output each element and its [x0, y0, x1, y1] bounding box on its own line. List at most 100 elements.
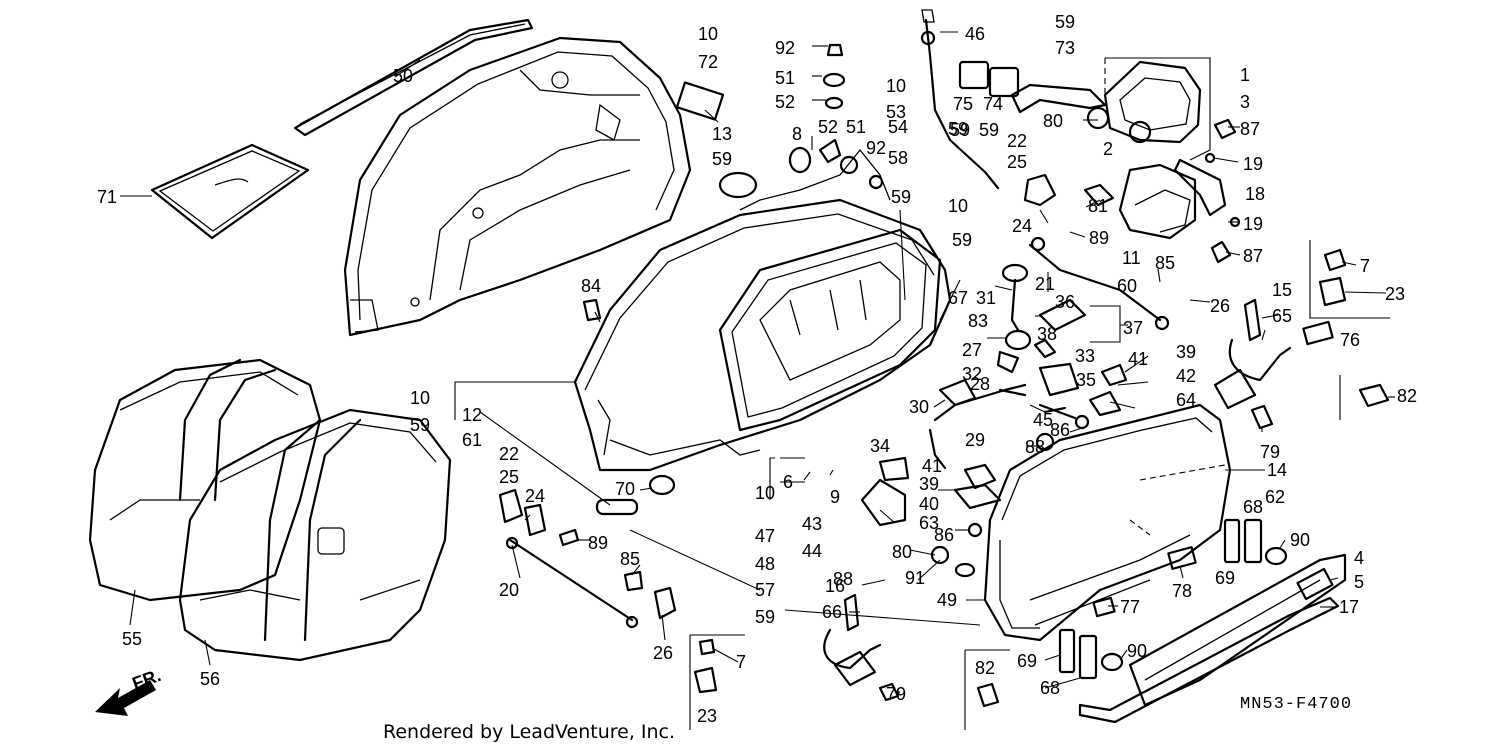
front-direction-label: FR. — [130, 665, 164, 694]
callout-69: 69 — [1215, 568, 1235, 588]
callout-90: 90 — [1290, 530, 1310, 550]
callout-89: 89 — [1089, 228, 1109, 248]
callout-59: 59 — [712, 149, 732, 169]
callout-22: 22 — [1007, 131, 1027, 151]
callout-88: 88 — [1025, 437, 1045, 457]
callout-2: 2 — [1103, 139, 1113, 159]
callout-74: 74 — [983, 94, 1003, 114]
reflector-bracket-part — [1118, 152, 1241, 240]
callout-54: 54 — [888, 117, 908, 137]
callout-22: 22 — [499, 444, 519, 464]
callout-41: 41 — [1128, 349, 1148, 369]
callout-90: 90 — [1127, 641, 1147, 661]
callout-10: 10 — [948, 196, 968, 216]
diagram-code: MN53-F4700 — [1240, 695, 1352, 714]
callout-9: 9 — [830, 487, 840, 507]
taillight-assembly-part — [1086, 60, 1202, 144]
bracket-parts-75-74 — [958, 60, 1020, 98]
saddlebag-lid-part — [983, 403, 1232, 642]
callout-3: 3 — [1240, 92, 1250, 112]
callout-26: 26 — [653, 643, 673, 663]
callout-87: 87 — [1243, 246, 1263, 266]
callout-8: 8 — [792, 124, 802, 144]
callout-18: 18 — [1245, 184, 1265, 204]
callout-59: 59 — [1055, 12, 1075, 32]
callout-17: 17 — [1339, 597, 1359, 617]
callout-47: 47 — [755, 526, 775, 546]
callout-87: 87 — [1240, 119, 1260, 139]
callout-55: 55 — [122, 629, 142, 649]
callout-79: 79 — [886, 684, 906, 704]
cable-part — [920, 9, 1000, 190]
callout-30: 30 — [909, 397, 929, 417]
callout-82: 82 — [1397, 386, 1417, 406]
mat-sheet-part — [150, 143, 310, 240]
callout-72: 72 — [698, 52, 718, 72]
callout-13: 13 — [712, 124, 732, 144]
callout-59: 59 — [755, 607, 775, 627]
callout-34: 34 — [870, 436, 890, 456]
callout-83: 83 — [968, 311, 988, 331]
callout-62: 62 — [1265, 487, 1285, 507]
callout-80: 80 — [892, 542, 912, 562]
callout-76: 76 — [1340, 330, 1360, 350]
callout-85: 85 — [620, 549, 640, 569]
callout-33: 33 — [1075, 346, 1095, 366]
callout-4: 4 — [1354, 548, 1364, 568]
callout-1: 1 — [1240, 65, 1250, 85]
callout-49: 49 — [937, 590, 957, 610]
callout-66: 66 — [822, 602, 842, 622]
callout-86: 86 — [1050, 420, 1070, 440]
hinge-stay-part — [1213, 298, 1292, 410]
plate-part — [1010, 83, 1107, 114]
callout-68: 68 — [1040, 678, 1060, 698]
callout-73: 73 — [1055, 38, 1075, 58]
grouping-frames — [454, 57, 1390, 730]
callout-67: 67 — [948, 288, 968, 308]
saddlebag-inner-case-part — [343, 36, 692, 337]
callout-11: 11 — [1122, 248, 1141, 268]
callout-25: 25 — [499, 467, 519, 487]
callout-88: 88 — [833, 569, 853, 589]
callout-10: 10 — [886, 76, 906, 96]
callout-59: 59 — [952, 230, 972, 250]
bolt-part — [1210, 118, 1237, 264]
callout-36: 36 — [1055, 292, 1075, 312]
callout-71: 71 — [97, 187, 117, 207]
inner-bag-55-part — [88, 358, 322, 602]
callout-65: 65 — [1272, 306, 1292, 326]
callout-24: 24 — [1012, 216, 1032, 236]
callout-56: 56 — [200, 669, 220, 689]
callout-53: 53 — [886, 102, 906, 122]
callout-43: 43 — [802, 514, 822, 534]
callout-44: 44 — [802, 541, 822, 561]
callout-48: 48 — [755, 554, 775, 574]
callout-7: 7 — [736, 652, 746, 672]
callout-20: 20 — [499, 580, 519, 600]
callout-78: 78 — [1172, 581, 1192, 601]
callout-57: 57 — [755, 580, 775, 600]
callout-46: 46 — [965, 24, 985, 44]
callout-51: 51 — [775, 68, 795, 88]
front-direction-icon — [95, 680, 156, 716]
garnish-rail-part — [1078, 553, 1347, 724]
screw-and-cap-parts — [582, 298, 602, 322]
callout-69: 69 — [1017, 651, 1037, 671]
callout-7: 7 — [1360, 256, 1370, 276]
callout-25: 25 — [1007, 152, 1027, 172]
callout-10: 10 — [410, 388, 430, 408]
callout-38: 38 — [1037, 324, 1057, 344]
callout-39: 39 — [1176, 342, 1196, 362]
callout-5: 5 — [1354, 572, 1364, 592]
callout-28: 28 — [970, 374, 990, 394]
lower-hinge-part — [823, 593, 900, 702]
left-latch-parts — [498, 474, 718, 694]
callout-32: 32 — [962, 364, 982, 384]
callout-64: 64 — [1176, 390, 1196, 410]
callout-86: 86 — [934, 525, 954, 545]
callout-16: 16 — [825, 576, 845, 596]
callout-23: 23 — [1385, 284, 1405, 304]
callout-92: 92 — [775, 38, 795, 58]
callout-59: 59 — [950, 120, 970, 140]
